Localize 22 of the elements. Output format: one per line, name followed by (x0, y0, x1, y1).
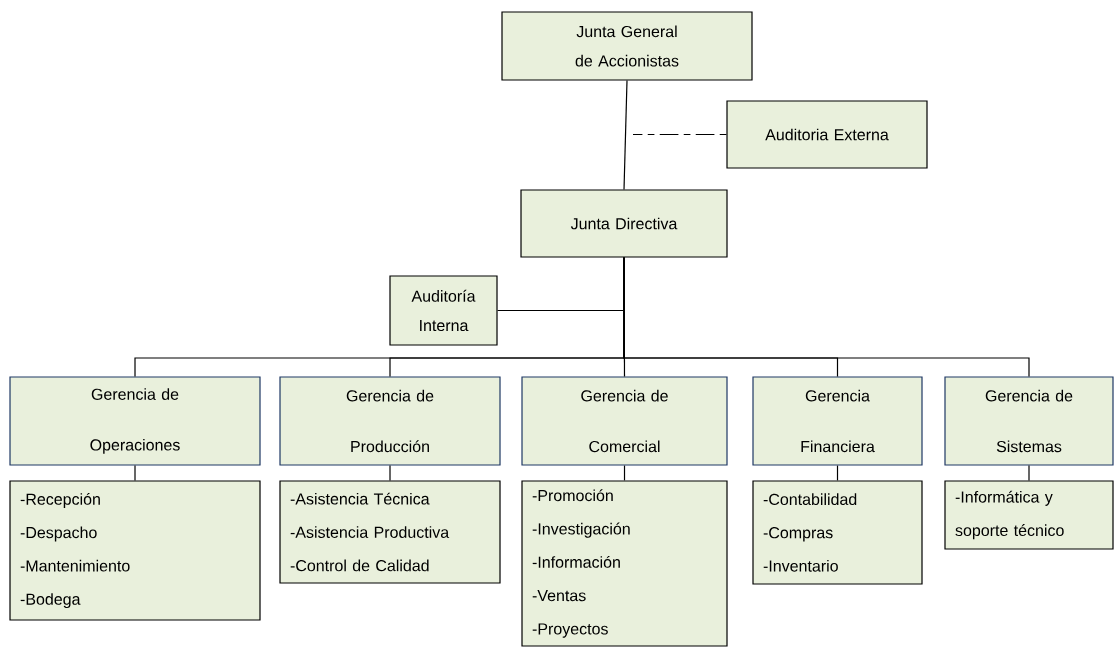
department-box: Gerencia Financiera (752, 376, 923, 466)
org-box: Junta General de Accionistas (501, 11, 753, 81)
org-box: Auditoria Externa (726, 100, 928, 169)
connector-line (623, 465, 626, 481)
org-box: Junta Directiva (520, 189, 728, 258)
list-box: -Contabilidad -Compras -Inventario (752, 480, 923, 585)
connector-line (134, 465, 136, 481)
connector-line (389, 465, 391, 481)
department-box: Gerencia de Producción (279, 376, 501, 466)
list-box: -Asistencia Técnica -Asistencia Productiva -Control de Calidad (279, 480, 501, 584)
department-box: Gerencia de Operaciones (9, 376, 261, 466)
org-box: Auditoría Interna (389, 275, 498, 346)
list-box: -Promoción -Investigación -Información -Ventas -Proyectos (521, 480, 728, 647)
department-box: Gerencia de Comercial (521, 376, 728, 466)
connector-line (1028, 465, 1030, 481)
dashed-connector (632, 133, 727, 136)
list-box: -Recepción -Despacho -Mantenimiento -Bodega (9, 480, 261, 621)
connector-line (623, 80, 628, 190)
list-box: -Informática y soporte técnico (944, 480, 1114, 550)
connector-line (836, 465, 839, 481)
connector-line (623, 257, 1030, 377)
department-box: Gerencia de Sistemas (944, 376, 1114, 466)
